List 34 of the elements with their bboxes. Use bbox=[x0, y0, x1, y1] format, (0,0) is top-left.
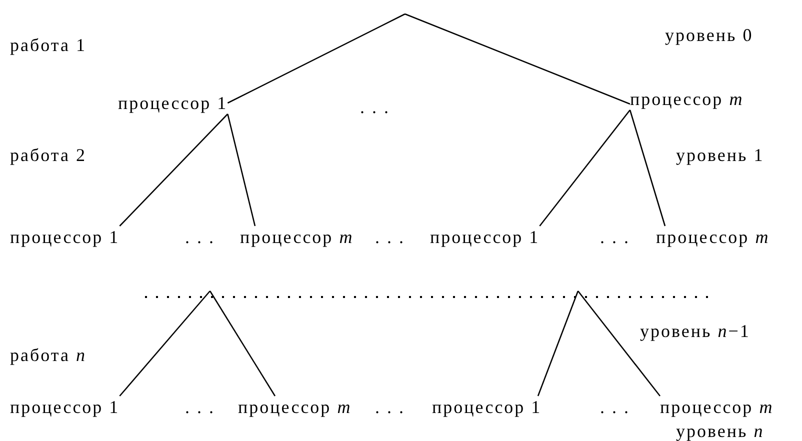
tree-line bbox=[209, 290, 276, 396]
text-label: работа n bbox=[10, 344, 86, 366]
processor-label: процессор m bbox=[630, 88, 744, 110]
text-label: . . . bbox=[185, 226, 215, 248]
processor-label: процессор m bbox=[238, 396, 352, 418]
text-label: работа 2 bbox=[10, 144, 86, 166]
text-label: уровень n bbox=[676, 420, 764, 441]
processor-label: процессор 1 bbox=[10, 396, 120, 418]
text-label: . . . bbox=[375, 396, 405, 418]
text-label: . . . bbox=[600, 226, 630, 248]
text-label: работа 1 bbox=[10, 34, 86, 56]
text-label: уровень 1 bbox=[676, 144, 764, 166]
processor-label: процессор 1 bbox=[432, 396, 542, 418]
text-label: уровень 0 bbox=[665, 24, 754, 46]
processor-label: процессор 1 bbox=[10, 226, 120, 248]
processor-label: процессор 1 bbox=[430, 226, 540, 248]
processor-label: процессор 1 bbox=[118, 92, 228, 114]
text-label: уровень n−1 bbox=[640, 320, 750, 342]
text-label: . . . bbox=[360, 96, 390, 118]
tree-line bbox=[119, 290, 210, 396]
tree-line bbox=[119, 114, 228, 226]
tree-line bbox=[537, 290, 579, 396]
tree-line bbox=[539, 110, 631, 226]
processor-label: процессор m bbox=[240, 226, 354, 248]
text-label: . . . bbox=[375, 226, 405, 248]
tree-line bbox=[577, 290, 661, 396]
processor-label: процессор m bbox=[660, 396, 774, 418]
text-label: . . . bbox=[185, 396, 215, 418]
tree-line bbox=[227, 114, 256, 226]
text-label: . . . bbox=[600, 396, 630, 418]
tree-line bbox=[227, 13, 406, 104]
tree-line bbox=[404, 13, 630, 105]
tree-line bbox=[629, 110, 666, 226]
processor-label: процессор m bbox=[656, 226, 770, 248]
